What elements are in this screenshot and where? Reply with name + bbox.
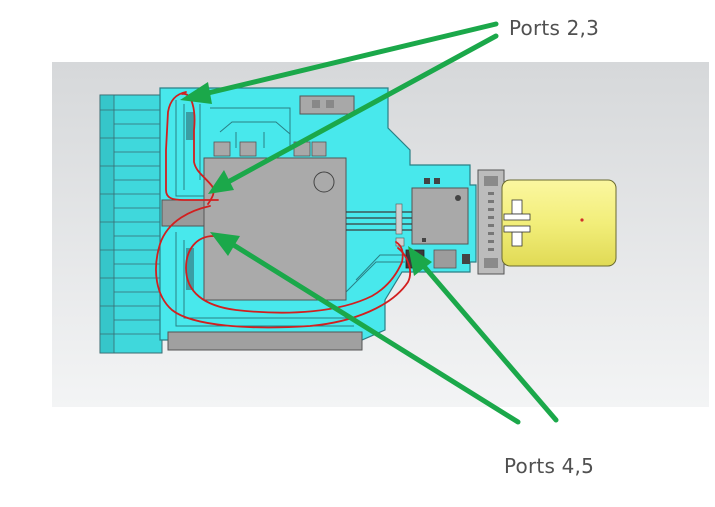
ports-4-5-label: Ports 4,5 (504, 454, 595, 478)
plug-metal-body (501, 179, 617, 267)
usb-c-plug (477, 169, 617, 275)
annotation-arrows (180, 21, 559, 425)
side-component (161, 199, 205, 227)
trace-port-5 (185, 235, 404, 314)
arrow-port-3 (225, 33, 499, 185)
trace-port-4 (155, 205, 411, 329)
arrow-port-2 (201, 21, 499, 97)
plug-shell-base (477, 169, 505, 275)
arrow-port-5 (419, 261, 559, 423)
arrow-port-4 (229, 241, 521, 425)
trace-port-3 (181, 93, 215, 205)
bottom-bar-component (167, 331, 363, 351)
edge-connector (99, 94, 163, 354)
ports-2-3-label: Ports 2,3 (509, 16, 600, 40)
trace-port-2 (165, 91, 219, 201)
port-traces (155, 91, 411, 329)
pin1-marker (313, 171, 335, 193)
